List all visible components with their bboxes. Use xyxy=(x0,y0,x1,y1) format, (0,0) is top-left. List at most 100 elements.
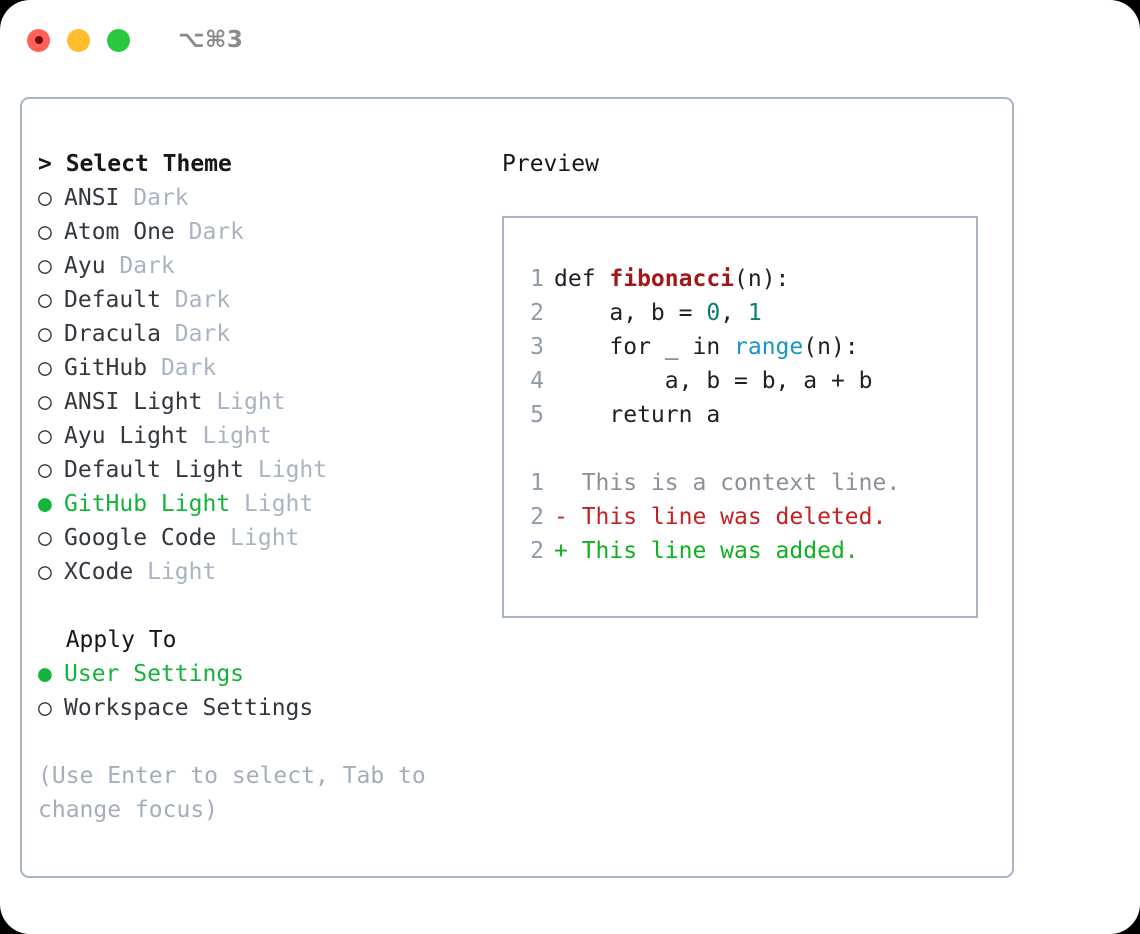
select-theme-heading: > Select Theme xyxy=(38,147,498,181)
radio-unselected-icon: ○ xyxy=(38,525,52,551)
code-line-number: 1 xyxy=(530,266,544,292)
code-line-number: 3 xyxy=(530,334,544,360)
code-token-num: 1 xyxy=(747,300,762,326)
code-line-number: 4 xyxy=(530,368,544,394)
code-line: 5 return a xyxy=(520,398,976,432)
radio-unselected-icon: ○ xyxy=(38,559,52,585)
select-theme-title: Select Theme xyxy=(65,151,232,177)
apply-option-label: User Settings xyxy=(64,661,245,687)
theme-option-atom-one[interactable]: ○ Atom One Dark xyxy=(38,215,498,249)
theme-option-category: Light xyxy=(244,491,314,517)
code-line: 2 a, b = 0, 1 xyxy=(520,296,976,330)
theme-option-xcode[interactable]: ○ XCode Light xyxy=(38,555,498,589)
theme-option-category: Dark xyxy=(160,355,217,381)
theme-option-label: Ayu xyxy=(64,253,120,279)
theme-option-default-light[interactable]: ○Default Light Light xyxy=(38,453,498,487)
apply-option-user-settings[interactable]: ●User Settings xyxy=(38,657,498,691)
theme-option-label: Dracula xyxy=(64,321,175,347)
theme-option-dracula[interactable]: ○ Dracula Dark xyxy=(38,317,498,351)
code-token-plain: a, b = b, a + b xyxy=(554,368,873,394)
radio-unselected-icon: ○ xyxy=(38,321,52,347)
code-line-number: 2 xyxy=(530,300,544,326)
theme-option-default[interactable]: ○Default Dark xyxy=(38,283,498,317)
radio-unselected-icon: ○ xyxy=(38,355,52,381)
code-diff-gap xyxy=(520,432,976,466)
code-token-plain: return a xyxy=(554,402,721,428)
code-token-plain: def xyxy=(554,266,610,292)
theme-option-label: Google Code xyxy=(64,525,231,551)
theme-option-label: ANSI xyxy=(64,185,134,211)
keyboard-shortcut-label: ⌥⌘3 xyxy=(178,27,244,53)
theme-option-category: Light xyxy=(230,525,300,551)
diff-line-text: This is a context line. xyxy=(554,470,901,496)
theme-option-category: Dark xyxy=(174,287,231,313)
radio-selected-icon: ● xyxy=(38,491,52,517)
close-icon xyxy=(34,36,43,44)
minimize-button[interactable] xyxy=(67,28,90,52)
radio-unselected-icon: ○ xyxy=(38,253,52,279)
apply-option-workspace-settings[interactable]: ○ Workspace Settings xyxy=(38,691,498,725)
window-controls xyxy=(27,28,130,52)
apply-to-title: Apply To xyxy=(65,627,177,653)
theme-option-ayu-light[interactable]: ○ Ayu Light Light xyxy=(38,419,498,453)
diff-line-text: + This line was added. xyxy=(554,538,859,564)
radio-unselected-icon: ○ xyxy=(38,287,52,313)
code-token-plain: a, b = xyxy=(554,300,707,326)
code-line: 1 def fibonacci(n): xyxy=(520,262,976,296)
theme-option-ansi[interactable]: ○ANSI Dark xyxy=(38,181,498,215)
title-bar: ⌥⌘3 xyxy=(0,0,1140,80)
code-line-number: 5 xyxy=(530,402,544,428)
theme-option-label: GitHub xyxy=(64,355,161,381)
panel-columns: > Select Theme ○ANSI Dark○Atom One Dark○… xyxy=(22,99,1012,876)
diff-line-number: 2 xyxy=(530,538,544,564)
code-line: 3 for _ in range(n): xyxy=(520,330,976,364)
theme-option-category: Dark xyxy=(133,185,189,211)
radio-unselected-icon: ○ xyxy=(38,695,52,721)
radio-unselected-icon: ○ xyxy=(38,423,52,449)
preview-heading: Preview xyxy=(502,151,599,177)
code-token-blue: range xyxy=(734,334,804,360)
theme-option-label: XCode xyxy=(64,559,148,585)
theme-option-label: Atom One xyxy=(64,219,189,245)
radio-unselected-icon: ○ xyxy=(38,219,52,245)
code-token-num: 0 xyxy=(706,300,721,326)
code-token-plain: (n): xyxy=(803,334,859,360)
diff-sample: 1 This is a context line. 2 - This line wa… xyxy=(520,466,976,568)
theme-option-github-light[interactable]: ● GitHub Light Light xyxy=(38,487,498,521)
code-token-plain: (n): xyxy=(734,266,790,292)
theme-option-category: Light xyxy=(202,423,272,449)
theme-list: ○ANSI Dark○Atom One Dark○Ayu Dark○Defaul… xyxy=(38,181,498,589)
theme-option-ansi-light[interactable]: ○ ANSI Light Light xyxy=(38,385,498,419)
radio-unselected-icon: ○ xyxy=(38,389,52,415)
theme-option-category: Dark xyxy=(174,321,231,347)
theme-option-category: Light xyxy=(257,457,328,483)
theme-option-category: Dark xyxy=(188,219,245,245)
apply-option-label: Workspace Settings xyxy=(64,695,314,721)
theme-option-google-code[interactable]: ○ Google Code Light xyxy=(38,521,498,555)
code-token-plain: , xyxy=(720,300,748,326)
code-token-fn: fibonacci xyxy=(609,266,735,292)
diff-line-added: 2 + This line was added. xyxy=(520,534,976,568)
theme-option-category: Light xyxy=(147,559,217,585)
theme-option-label: ANSI Light xyxy=(64,389,217,415)
apply-to-heading: Apply To xyxy=(38,623,498,657)
theme-option-category: Light xyxy=(216,389,286,415)
theme-option-label: GitHub Light xyxy=(64,491,245,517)
diff-line-text: - This line was deleted. xyxy=(554,504,887,530)
theme-option-label: Ayu Light xyxy=(64,423,203,449)
diff-line-number: 2 xyxy=(530,504,544,530)
maximize-button[interactable] xyxy=(107,28,130,52)
radio-unselected-icon: ○ xyxy=(38,457,52,483)
section-spacer xyxy=(38,589,498,623)
diff-line-number: 1 xyxy=(530,470,544,496)
theme-selector-column: > Select Theme ○ANSI Dark○Atom One Dark○… xyxy=(38,147,498,827)
theme-option-ayu[interactable]: ○ Ayu Dark xyxy=(38,249,498,283)
theme-option-category: Dark xyxy=(119,253,175,279)
close-button[interactable] xyxy=(27,28,50,52)
code-line: 4 a, b = b, a + b xyxy=(520,364,976,398)
theme-option-github[interactable]: ○ GitHub Dark xyxy=(38,351,498,385)
